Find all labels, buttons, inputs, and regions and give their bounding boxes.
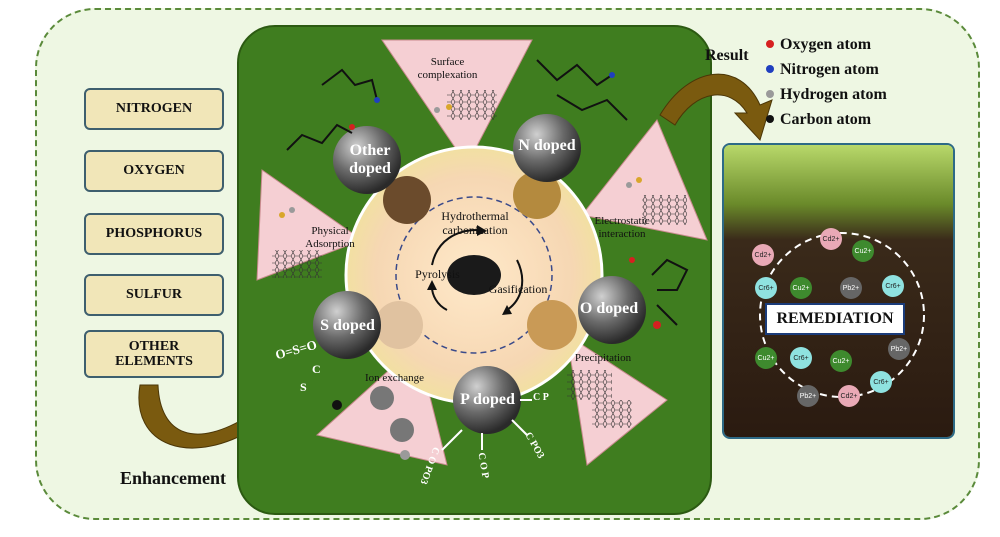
process-pyrolysis: Pyrolysis xyxy=(415,267,460,281)
ion-cu: Cu2+ xyxy=(755,347,777,369)
ion-cr: Cr6+ xyxy=(882,275,904,297)
ion-pb: Pb2+ xyxy=(840,277,862,299)
label-surface-complexation: Surface complexation xyxy=(417,56,478,81)
ion-cr: Cr6+ xyxy=(790,347,812,369)
label-precipitation: Precipitation xyxy=(574,352,632,364)
ion-cd: Cd2+ xyxy=(820,228,842,250)
legend-carbon: Carbon atom xyxy=(780,111,872,128)
legend-oxygen: Oxygen atom xyxy=(780,36,872,53)
label-electrostatic: Electrostatic interaction xyxy=(594,215,650,240)
element-box-other: OTHER ELEMENTS xyxy=(84,330,224,378)
process-hydrothermal: Hydrothermal carbonization xyxy=(441,209,509,237)
enhancement-label: Enhancement xyxy=(120,468,227,488)
ion-cu: Cu2+ xyxy=(852,240,874,262)
label-o-doped: O doped xyxy=(579,300,639,317)
process-gasification: Gasification xyxy=(488,282,548,296)
ion-cr: Cr6+ xyxy=(755,277,777,299)
legend-hydrogen: Hydrogen atom xyxy=(780,86,887,103)
group-cp: C P xyxy=(533,392,549,403)
ion-cr: Cr6+ xyxy=(870,371,892,393)
legend-nitrogen: Nitrogen atom xyxy=(780,61,879,78)
result-label: Result xyxy=(705,47,749,64)
group-s-c: C xyxy=(312,362,321,376)
ion-pb: Pb2+ xyxy=(797,385,819,407)
label-s-doped: S doped xyxy=(320,317,375,334)
ion-cd: Cd2+ xyxy=(838,385,860,407)
element-box-oxygen: OXYGEN xyxy=(84,150,224,192)
mechanism-diagram xyxy=(256,39,708,466)
label-ion-exchange: Ion exchange xyxy=(365,372,424,384)
element-box-nitrogen: NITROGEN xyxy=(84,88,224,130)
result-arrow xyxy=(659,73,773,141)
element-box-phosphorus: PHOSPHORUS xyxy=(84,213,224,255)
ion-cu: Cu2+ xyxy=(830,350,852,372)
label-n-doped: N doped xyxy=(518,137,576,154)
ion-cu: Cu2+ xyxy=(790,277,812,299)
ion-pb: Pb2+ xyxy=(888,338,910,360)
label-p-doped: P doped xyxy=(460,391,515,408)
ion-cd: Cd2+ xyxy=(752,244,774,266)
element-box-sulfur: SULFUR xyxy=(84,274,224,316)
legend-dots xyxy=(766,40,774,123)
label-physical-adsorption: Physical Adsorption xyxy=(305,225,355,250)
group-s-s: S xyxy=(300,380,307,394)
label-other-doped: Other doped xyxy=(349,142,391,177)
remediation-label: REMEDIATION xyxy=(765,303,905,335)
